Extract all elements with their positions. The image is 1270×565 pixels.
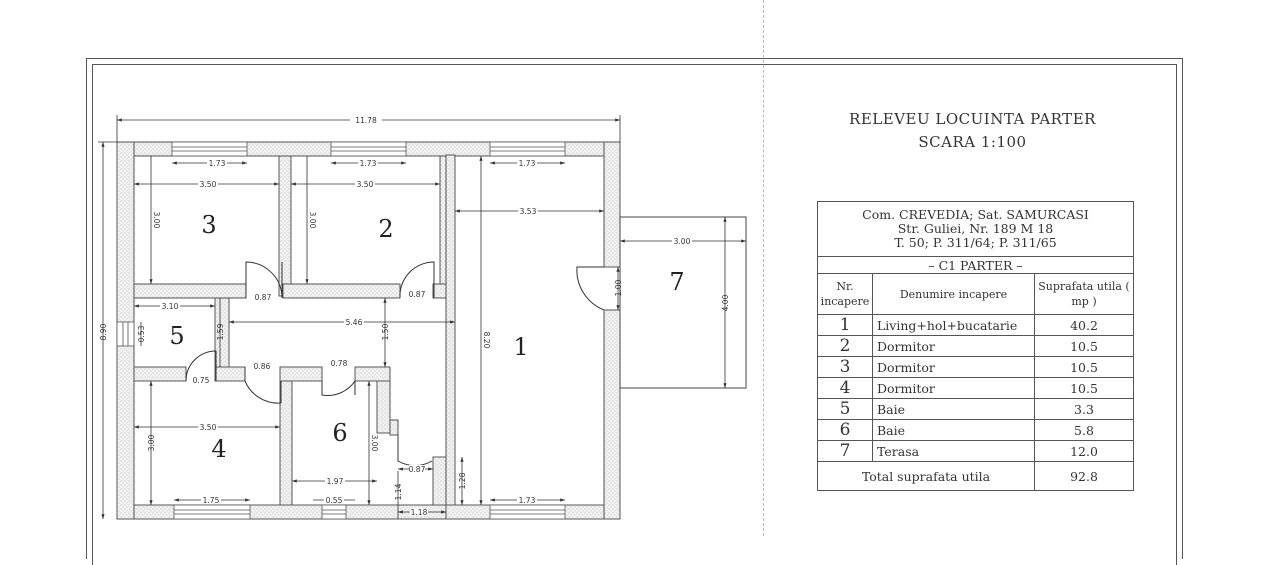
dim-r3-width: 3.50 [200,180,217,189]
location-line-3: T. 50; P. 311/64; P. 311/65 [894,235,1057,250]
dimension-labels: 11.78 1.73 1.73 1.73 3.50 3.50 3.53 3.00… [99,116,730,517]
section-title: – C1 PARTER – [817,256,1134,274]
dim-door-r6: 0.78 [331,359,348,368]
dim-win-r2: 1.73 [360,159,377,168]
room-area: 5.8 [1034,419,1134,441]
room-number: 7 [817,440,873,462]
dim-door-terrace: 1.00 [614,279,623,296]
walls [116,141,621,520]
dim-r5-vent: 0.53 [137,325,146,342]
room-number: 2 [817,335,873,357]
dim-entry-height: 1.14 [394,483,403,500]
dim-r1-height: 8.20 [482,332,491,349]
dim-r2-width: 3.50 [357,180,374,189]
terrace-outline [619,216,747,389]
location-cell: Com. CREVEDIA; Sat. SAMURCASI Str. Gulie… [817,201,1134,257]
room-area: 3.3 [1034,398,1134,420]
dim-r6-height: 3.00 [370,435,379,452]
dim-terrace-height: 4.00 [721,294,730,311]
dim-overall-width: 11.78 [355,116,377,125]
windows [116,141,566,520]
document-title: RELEVEU LOCUINTA PARTER [849,110,1096,128]
dim-hall-width: 1.50 [381,323,390,340]
total-label: Total suprafata utila [817,461,1035,491]
dim-door-r3: 0.87 [255,293,272,302]
dim-r5-height: 1.59 [216,323,225,340]
room-number: 5 [817,398,873,420]
room-area: 10.5 [1034,356,1134,378]
room-area: 10.5 [1034,335,1134,357]
room-label-7: 7 [669,268,684,296]
dim-door-r2: 0.87 [409,290,426,299]
column-header-nr: Nr. incapere [817,273,873,315]
dim-win-r1-top: 1.73 [519,159,536,168]
dim-hall-length: 5.46 [346,318,363,327]
page-fold-line [763,0,764,536]
dim-r1-width: 3.53 [520,207,537,216]
location-line-2: Str. Guliei, Nr. 189 M 18 [897,221,1054,236]
dimension-lines [98,115,746,519]
rooms-table: Com. CREVEDIA; Sat. SAMURCASI Str. Gulie… [817,201,1134,491]
document-scale: SCARA 1:100 [918,133,1027,151]
drawing-frame-outer [86,58,1183,559]
dim-terrace-width: 3.00 [674,237,691,246]
room-label-5: 5 [169,322,184,350]
dim-r4-width: 3.50 [200,423,217,432]
dim-r2-height: 3.00 [308,212,317,229]
room-number: 4 [817,377,873,399]
room-area: 12.0 [1034,440,1134,462]
room-number: 6 [817,419,873,441]
room-name: Baie [872,398,1035,420]
dim-entry-side: 1.28 [458,472,467,489]
room-name: Baie [872,419,1035,441]
dim-win-r4: 1.75 [203,496,220,505]
room-name: Living+hol+bucatarie [872,314,1035,336]
room-area: 40.2 [1034,314,1134,336]
dim-overall-height: 8.90 [99,323,108,340]
room-label-1: 1 [513,333,528,361]
room-label-6: 6 [332,419,347,447]
room-label-2: 2 [378,215,393,243]
dim-r4-height: 3.00 [147,434,156,451]
room-labels: 1 2 3 4 5 6 7 [169,211,684,463]
dim-entry-width: 1.18 [411,508,428,517]
dim-r5-width: 3.10 [162,302,179,311]
room-name: Dormitor [872,356,1035,378]
dim-r6-width: 1.97 [327,477,344,486]
room-name: Dormitor [872,335,1035,357]
dim-door-r5: 0.75 [193,376,210,385]
floor-plan: 11.78 1.73 1.73 1.73 3.50 3.50 3.53 3.00… [98,115,747,520]
room-label-3: 3 [201,211,216,239]
room-name: Dormitor [872,377,1035,399]
room-number: 3 [817,356,873,378]
column-header-name: Denumire incapere [872,273,1035,315]
dim-win-r1-bottom: 1.73 [519,496,536,505]
dim-win-r6: 0.55 [326,496,343,505]
room-area: 10.5 [1034,377,1134,399]
room-name: Terasa [872,440,1035,462]
column-header-area: Suprafata utila ( mp ) [1034,273,1134,315]
dim-win-r3: 1.73 [209,159,226,168]
drawing-frame-inner [92,64,1177,565]
doors [185,261,605,467]
dim-door-entry: 0.87 [409,465,426,474]
dim-r3-height: 3.00 [152,212,161,229]
location-line-1: Com. CREVEDIA; Sat. SAMURCASI [862,207,1089,222]
room-number: 1 [817,314,873,336]
room-label-4: 4 [211,435,226,463]
total-value: 92.8 [1034,461,1134,491]
dim-door-r4: 0.86 [254,362,271,371]
